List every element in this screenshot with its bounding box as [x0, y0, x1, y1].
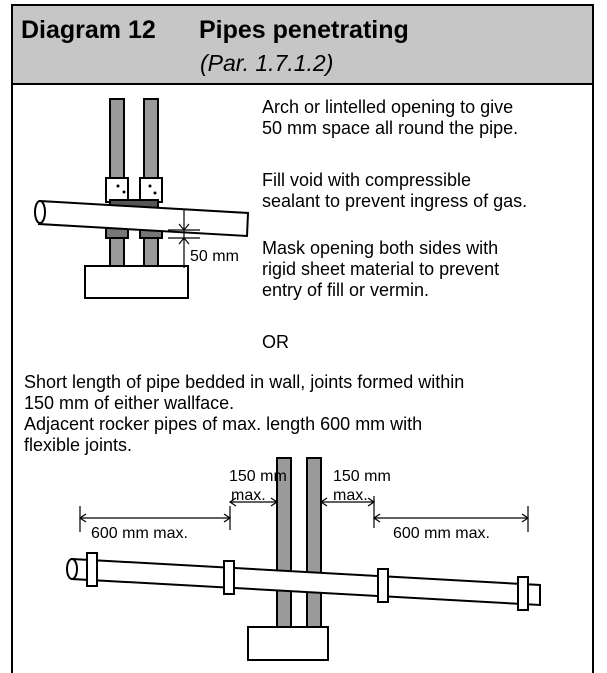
dim-right-150-line1: 150 mm	[333, 468, 391, 485]
top-foundation	[84, 265, 189, 299]
note-short-pipe-line2: 150 mm of either wallface.	[24, 393, 235, 413]
bottom-foundation	[247, 626, 329, 661]
note-rocker-line2: flexible joints.	[24, 435, 133, 455]
gap-dimension-label: 50 mm	[190, 248, 239, 265]
top-lintel-left	[105, 177, 129, 203]
note-fill-line1: Fill void with compressible	[262, 170, 472, 190]
note-arch-line2: 50 mm space all round the pipe.	[262, 118, 519, 138]
top-lintel-right	[139, 177, 163, 203]
bottom-wall-drawing	[66, 457, 541, 661]
top-pipe	[37, 199, 250, 238]
diagram-title: Pipes penetrating	[199, 16, 409, 44]
diagram-number: Diagram 12	[21, 16, 156, 44]
bottom-dimensions	[78, 496, 530, 532]
dim-left-150-line1: 150 mm	[229, 468, 287, 485]
note-short-pipe-line1: Short length of pipe bedded in wall, joi…	[24, 372, 465, 392]
diagram-frame: Diagram 12 Pipes penetrating (Par. 1.7.1…	[11, 4, 594, 673]
diagram-header: Diagram 12 Pipes penetrating (Par. 1.7.1…	[13, 6, 592, 85]
bottom-wall-leaf-right	[306, 457, 322, 628]
note-mask-line3: entry of fill or vermin.	[262, 280, 430, 300]
dim-right-600: 600 mm max.	[393, 525, 490, 542]
note-arch-line1: Arch or lintelled opening to give	[262, 97, 514, 117]
note-mask-line2: rigid sheet material to prevent	[262, 259, 500, 279]
dim-left-150-line2: max.	[231, 487, 266, 504]
joint-4	[517, 576, 529, 611]
joint-3	[377, 568, 389, 603]
top-gap-dimension	[168, 210, 200, 268]
dim-left-600: 600 mm max.	[91, 525, 188, 542]
top-pipe-end	[34, 200, 46, 224]
bottom-pipe-end-left	[66, 558, 78, 580]
note-fill-line2: sealant to prevent ingress of gas.	[262, 191, 528, 211]
dim-right-150-line2: max.	[333, 487, 368, 504]
joint-1	[86, 552, 98, 587]
note-mask-line1: Mask opening both sides with	[262, 238, 499, 258]
joint-2	[223, 560, 235, 595]
note-rocker-line1: Adjacent rocker pipes of max. length 600…	[24, 414, 423, 434]
top-wall-drawing	[34, 98, 250, 299]
diagram-reference: (Par. 1.7.1.2)	[200, 50, 334, 76]
or-label: OR	[262, 332, 289, 352]
